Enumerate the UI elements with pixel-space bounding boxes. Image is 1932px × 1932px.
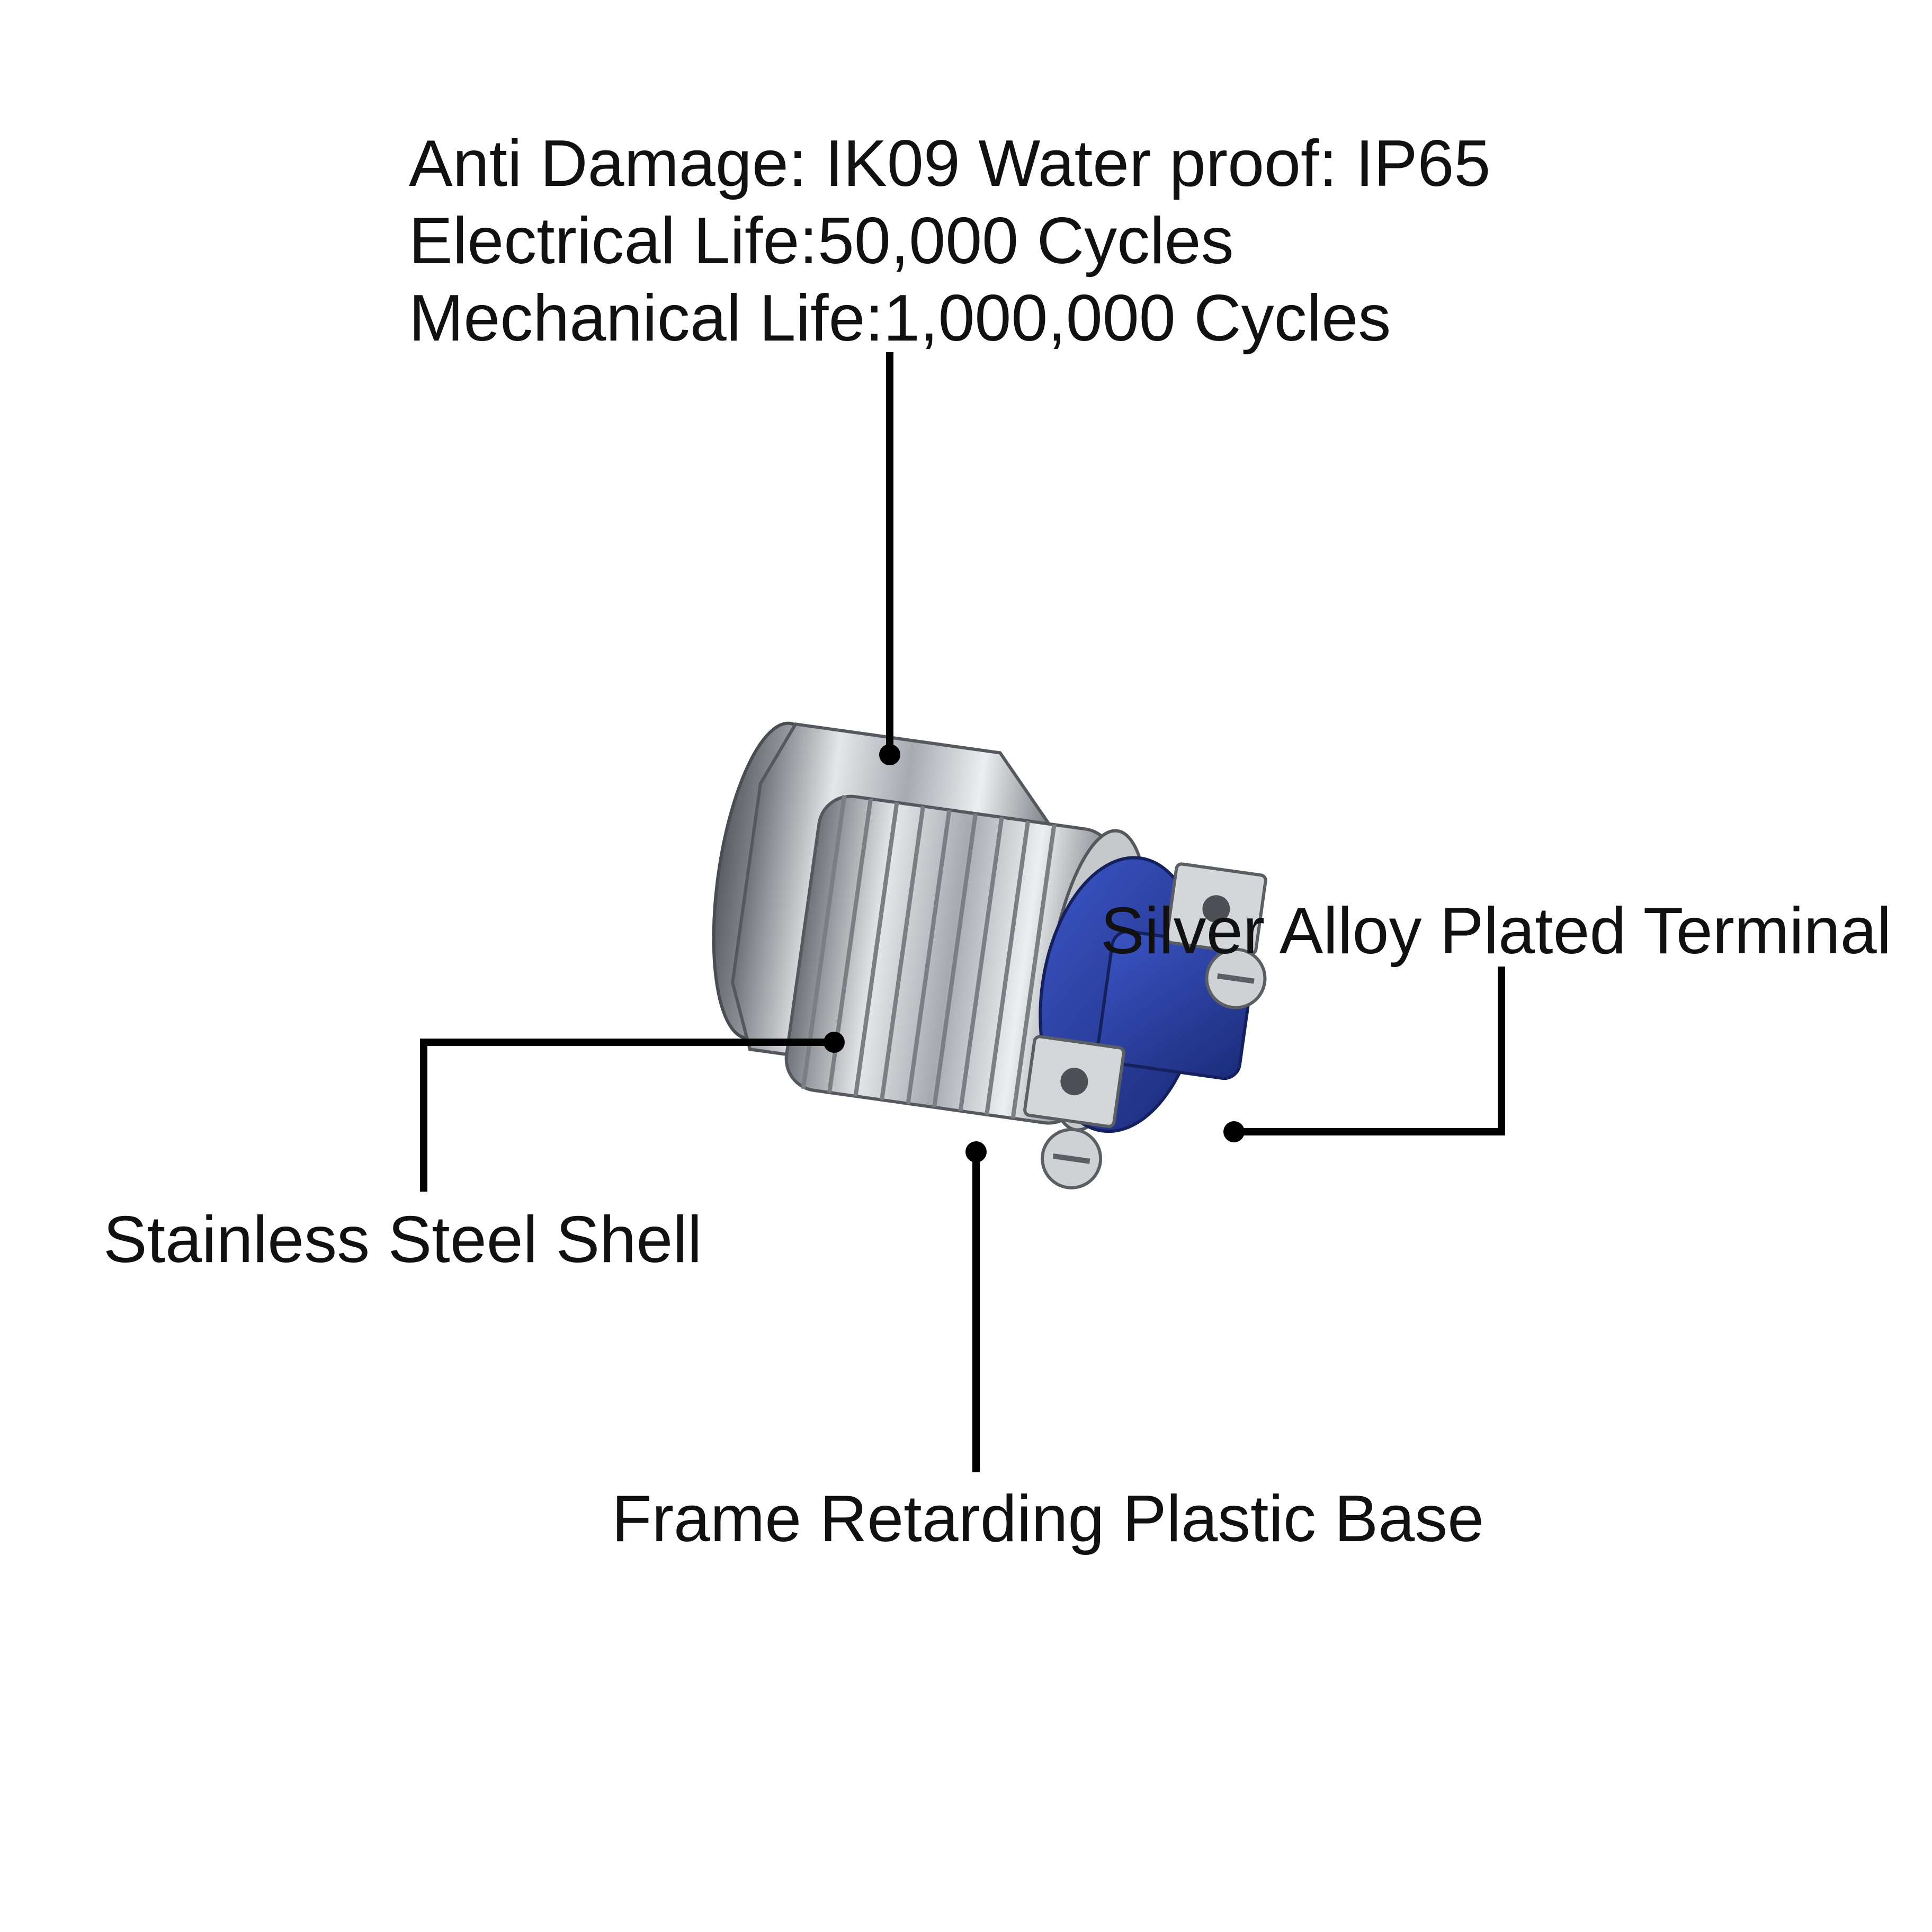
spec-line-mechanical-life: Mechanical Life:1,000,000 Cycles bbox=[409, 282, 1391, 355]
terminal-upper bbox=[1165, 862, 1267, 1009]
spec-line-damage-waterproof: Anti Damage: IK09 Water proof: IP65 bbox=[409, 127, 1491, 200]
terminal-callout-label: Silver Alloy Plated Terminal bbox=[1101, 895, 1892, 968]
terminal-lower bbox=[1023, 1035, 1125, 1189]
leader-terminal bbox=[1234, 967, 1505, 1135]
leader-shell bbox=[420, 1039, 834, 1192]
specs-callout: Anti Damage: IK09 Water proof: IP65 Elec… bbox=[409, 125, 1490, 357]
shell-callout-label: Stainless Steel Shell bbox=[103, 1203, 702, 1276]
leader-base-dot bbox=[965, 1141, 987, 1162]
leader-specs-dot bbox=[879, 744, 900, 765]
base-callout-label: Frame Retarding Plastic Base bbox=[612, 1482, 1484, 1555]
leader-terminal-dot bbox=[1223, 1121, 1245, 1142]
leader-shell-dot bbox=[824, 1032, 845, 1053]
spec-line-electrical-life: Electrical Life:50,000 Cycles bbox=[409, 204, 1234, 278]
switch-image bbox=[712, 721, 1267, 1189]
thread-lines bbox=[801, 794, 1057, 1119]
